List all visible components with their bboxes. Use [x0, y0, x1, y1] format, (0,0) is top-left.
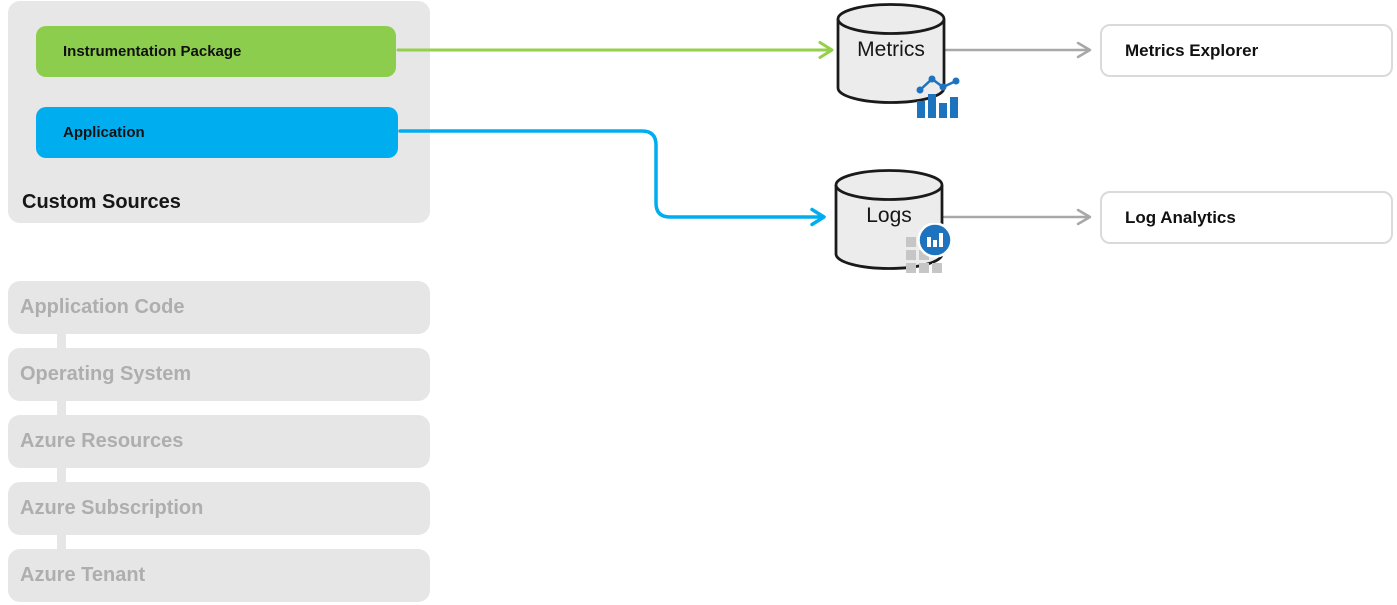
stack-item-azure-tenant: Azure Tenant [8, 549, 430, 602]
metrics-to-explorer-arrow [944, 41, 1092, 59]
stack-item-label: Operating System [20, 363, 192, 385]
logs-store: Logs [832, 168, 946, 272]
application-node: Application [36, 107, 398, 158]
log-analytics-label: Log Analytics [1125, 207, 1236, 227]
stack-connector [57, 332, 66, 350]
stack-connector [57, 466, 66, 484]
stack-connector [57, 399, 66, 417]
log-analytics-node: Log Analytics [1100, 191, 1393, 244]
metrics-store: Metrics [834, 2, 948, 106]
logs-database-cylinder [834, 169, 944, 270]
stack-item-operating-system: Operating System [8, 348, 430, 401]
stack-item-label: Azure Tenant [20, 564, 146, 586]
stack-item-label: Application Code [20, 296, 185, 318]
stack-connector [57, 533, 66, 551]
custom-sources-title: Custom Sources [22, 191, 181, 213]
application-label: Application [63, 124, 145, 141]
application-to-logs-arrow [398, 129, 826, 227]
stack-item-azure-resources: Azure Resources [8, 415, 430, 468]
instrumentation-to-metrics-arrow [396, 41, 834, 59]
stack-item-label: Azure Subscription [20, 497, 204, 519]
instrumentation-package-node: Instrumentation Package [36, 26, 396, 77]
metrics-explorer-node: Metrics Explorer [1100, 24, 1393, 77]
custom-sources-group: Instrumentation Package Application Cust… [8, 1, 430, 223]
stack-item-label: Azure Resources [20, 430, 184, 452]
metrics-explorer-label: Metrics Explorer [1125, 40, 1259, 60]
metrics-database-cylinder [836, 3, 946, 104]
logs-to-analytics-arrow [942, 208, 1092, 226]
logs-store-label: Logs [866, 204, 912, 227]
stack-item-application-code: Application Code [8, 281, 430, 334]
stack-item-azure-subscription: Azure Subscription [8, 482, 430, 535]
log-analytics-grid-icon [906, 223, 953, 273]
bar-chart-trend-icon [916, 75, 960, 118]
metrics-store-label: Metrics [857, 38, 925, 61]
instrumentation-package-label: Instrumentation Package [63, 43, 242, 60]
